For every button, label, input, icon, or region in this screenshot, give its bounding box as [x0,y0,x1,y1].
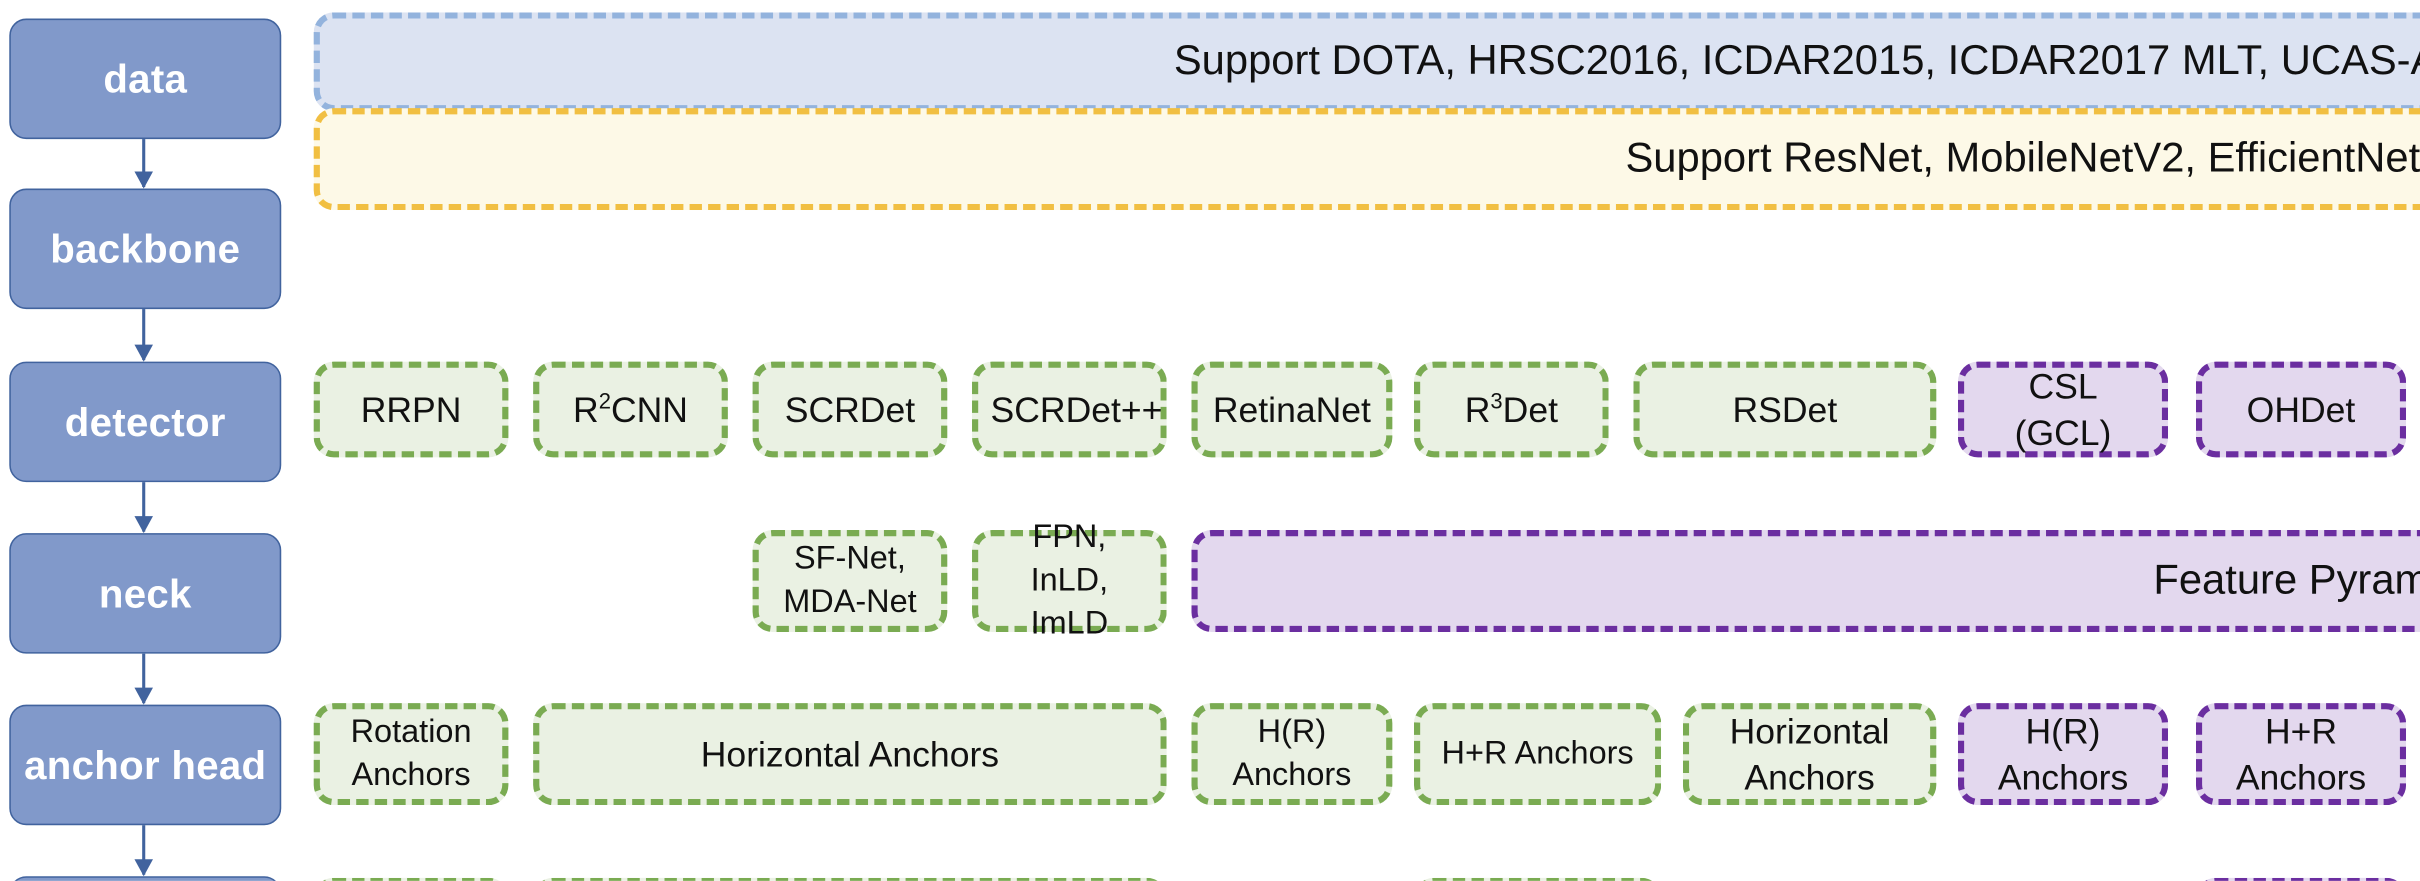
stage-label: backbone [50,224,241,272]
stage-box-neck[interactable]: neck [9,533,282,654]
detector-label: R3Det [1464,389,1558,430]
detector-scrdetpp[interactable]: SCRDet++ [972,361,1167,458]
detector-label: RSDet [1732,389,1838,430]
roi-frm-purple[interactable]: FRM [2195,877,2407,881]
anchor-horizontal-anchors-b[interactable]: Horizontal Anchors [1682,703,1937,806]
detector-scrdet[interactable]: SCRDet [752,361,948,458]
detector-csl-gcl[interactable]: CSL (GCL) [1957,361,2169,458]
stage-box-roi-extractor[interactable]: roi extractor [9,876,282,881]
anchor-label: H(R)Anchors [1232,714,1352,793]
detector-label: SCRDet++ [990,389,1163,430]
data-support-text: Support DOTA, HRSC2016, ICDAR2015, ICDAR… [1173,37,2420,84]
anchor-hr-anchors-b[interactable]: H(R) Anchors [1957,703,2169,806]
detector-r2cnn[interactable]: R2CNN [533,361,728,458]
detector-label: OHDet [2246,389,2356,430]
detector-retinanet[interactable]: RetinaNet [1191,361,1393,458]
roi-rroi-pooling[interactable]: RRoI Pooling [313,877,509,881]
detector-rsdet[interactable]: RSDet [1633,361,1937,458]
detector-label: SCRDet [784,389,916,430]
anchor-h-plus-r-anchors-b[interactable]: H+R Anchors [2195,703,2407,806]
detector-label: RetinaNet [1212,389,1371,430]
arrow-neck-to-anchor-head [133,653,153,705]
stage-box-detector[interactable]: detector [9,361,282,483]
data-support-card[interactable]: Support DOTA, HRSC2016, ICDAR2015, ICDAR… [313,12,2420,112]
detector-ohdet[interactable]: OHDet [2195,361,2407,458]
neck-fpn[interactable]: Feature Pyramid Networks (FPN) [1191,530,2420,633]
anchor-horizontal-anchors-a[interactable]: Horizontal Anchors [533,703,1167,806]
backbone-support-card[interactable]: Support ResNet, MobileNetV2, EfficientNe… [313,108,2420,211]
detector-label: R2CNN [573,389,688,430]
arrow-anchor-head-to-roi [133,825,153,877]
stage-label: data [103,54,188,102]
anchor-label: Horizontal Anchors [1729,710,1890,798]
detector-rrpn[interactable]: RRPN [313,361,509,458]
roi-frm-green[interactable]: FRM [1413,877,1662,881]
neck-sfnet-mdanet[interactable]: SF-Net,MDA-Net [752,530,948,633]
neck-label: SF-Net,MDA-Net [783,541,917,620]
arrow-data-to-backbone [133,139,153,189]
neck-fpn-inld-imld[interactable]: FPN, InLD,ImLD [972,520,1167,641]
anchor-label: Horizontal Anchors [700,733,1000,774]
stage-box-backbone[interactable]: backbone [9,188,282,310]
backbone-support-text: Support ResNet, MobileNetV2, EfficientNe… [1625,134,2420,182]
anchor-hr-anchors-a[interactable]: H(R)Anchors [1191,703,1393,806]
stage-label: anchor head [24,740,267,788]
arrow-backbone-to-detector [133,309,153,362]
roi-pooling-align[interactable]: RoI Pooling, RoI Align [533,877,1167,881]
detector-label: RRPN [360,389,462,430]
stage-label: detector [64,397,226,445]
stage-box-data[interactable]: data [9,18,282,140]
arrow-detector-to-neck [133,482,153,534]
anchor-h-plus-r-anchors-a[interactable]: H+R Anchors [1413,703,1662,806]
detector-r3det[interactable]: R3Det [1413,361,1609,458]
neck-label: FPN, InLD,ImLD [1030,519,1109,642]
stage-box-anchor-head[interactable]: anchor head [9,704,282,826]
anchor-label: H(R) Anchors [1997,710,2129,798]
anchor-label: H+R Anchors [2235,710,2367,798]
detector-label: CSL (GCL) [2014,365,2112,453]
anchor-label: H+R Anchors [1441,735,1634,772]
stage-label: neck [98,569,192,616]
neck-label: Feature Pyramid Networks (FPN) [2153,556,2420,603]
